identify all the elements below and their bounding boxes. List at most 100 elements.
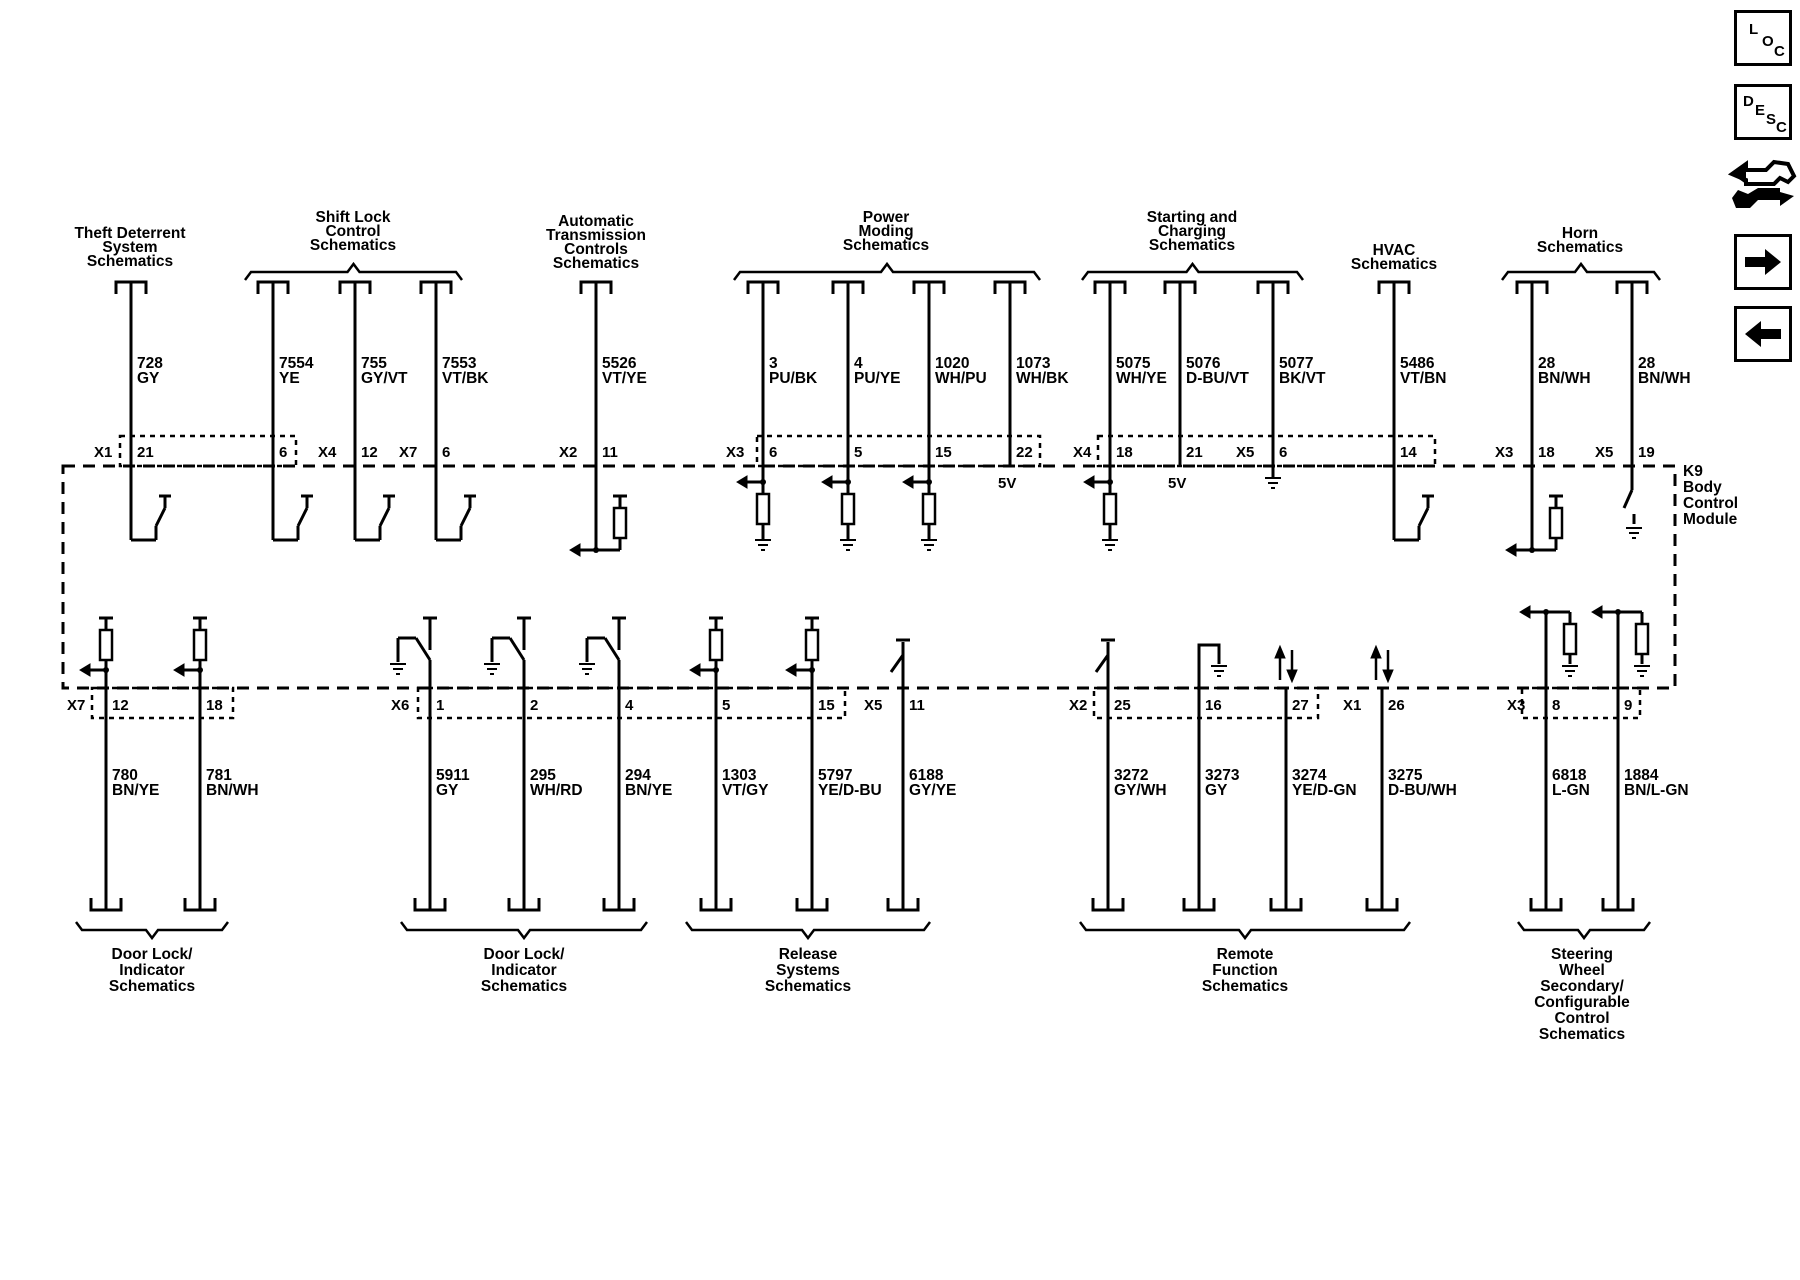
top-wire-color: GY	[137, 370, 160, 387]
bottom-wire-circuit: 3272	[1114, 767, 1148, 784]
top-pin-number: 18	[1538, 444, 1555, 461]
top-pin-number: 21	[1186, 444, 1203, 461]
bottom-connector-group	[1092, 686, 1320, 720]
junction-dot	[1529, 547, 1535, 553]
bottom-pin-number: 11	[909, 697, 925, 714]
bottom-pin-number: 2	[530, 697, 538, 714]
bottom-pin-number: 27	[1292, 697, 1309, 714]
top-wire-circuit: 1073	[1016, 355, 1051, 372]
top-pin-number: 6	[279, 444, 287, 461]
bottom-wire-color: BN/YE	[112, 782, 159, 799]
top-wire-color: PU/YE	[854, 370, 901, 387]
next-page-button[interactable]	[1734, 234, 1792, 290]
input-arrow	[689, 663, 716, 677]
bottom-wire-circuit: 5797	[818, 767, 852, 784]
top-wire-circuit: 4	[854, 355, 863, 372]
top-group-label-line: Schematics	[1351, 256, 1437, 273]
comm-arrow-up	[1370, 644, 1382, 659]
bottom-wire-circuit: 5911	[436, 767, 470, 784]
previous-page-button[interactable]	[1734, 306, 1792, 362]
bottom-pin-number: 12	[112, 697, 129, 714]
junction-dot	[197, 667, 203, 673]
bottom-wire-color: WH/RD	[530, 782, 583, 799]
location-button[interactable]: L O C	[1734, 10, 1792, 66]
description-button[interactable]: D E S C	[1734, 84, 1792, 140]
bottom-wire-circuit: 780	[112, 767, 138, 784]
bottom-group-label-line: Schematics	[109, 978, 195, 995]
top-connector-id: X1	[94, 444, 112, 461]
bottom-group-label-line: Systems	[776, 962, 840, 979]
bottom-pin-number: 5	[722, 697, 730, 714]
bottom-group-label-line: Secondary/	[1540, 978, 1624, 995]
junction-dot	[713, 667, 719, 673]
top-group-label-line: System	[102, 239, 157, 256]
ground-symbol	[840, 539, 856, 551]
bottom-connector-id: X2	[1069, 697, 1087, 714]
bottom-wire-color: YE/D-GN	[1292, 782, 1357, 799]
top-wire-color: WH/PU	[935, 370, 987, 387]
bottom-group-label-line: Remote	[1217, 946, 1274, 963]
bottom-wire-circuit: 781	[206, 767, 232, 784]
bottom-pin-number: 18	[206, 697, 223, 714]
bottom-group-label-line: Schematics	[1539, 1026, 1625, 1043]
top-connector-id: X5	[1236, 444, 1254, 461]
top-group-label-line: Schematics	[843, 237, 929, 254]
top-wire-color: VT/YE	[602, 370, 647, 387]
top-group-label-line: Automatic	[558, 213, 634, 230]
bottom-connector-group	[1520, 686, 1642, 720]
top-5v-label: 5V	[998, 475, 1016, 492]
top-connector-id: X7	[399, 444, 417, 461]
bottom-connector-group	[90, 686, 235, 720]
top-wire-color: PU/BK	[769, 370, 818, 387]
top-group-label-line: Charging	[1158, 223, 1226, 240]
bottom-wire-color: L-GN	[1552, 782, 1590, 799]
resistor	[1562, 622, 1578, 656]
bottom-group-label-line: Function	[1212, 962, 1277, 979]
bottom-wire-circuit: 3275	[1388, 767, 1423, 784]
switch-blade	[459, 507, 472, 527]
top-wire-circuit: 3	[769, 355, 778, 372]
input-arrow	[1083, 475, 1110, 489]
top-connector-group	[755, 434, 1042, 468]
junction-dot	[845, 479, 851, 485]
top-connector-group	[1096, 434, 1437, 468]
relay-contact	[603, 637, 621, 661]
desc-letter-d: D	[1743, 93, 1754, 110]
ground-symbol	[1102, 539, 1118, 551]
top-group-label-line: Power	[863, 209, 910, 226]
switch-blade	[1094, 654, 1110, 673]
input-arrow	[1083, 475, 1095, 489]
top-pin-number: 11	[602, 444, 618, 461]
bottom-group-bracket	[400, 921, 648, 941]
bottom-pin-number: 4	[625, 697, 634, 714]
bottom-connector-id: X7	[67, 697, 85, 714]
connector-arrows-icon[interactable]	[1727, 152, 1798, 222]
top-group-label-line: Schematics	[310, 237, 396, 254]
resistor	[804, 628, 820, 662]
bottom-group-label-line: Schematics	[481, 978, 567, 995]
bottom-pin-number: 15	[818, 697, 835, 714]
resistor	[192, 628, 208, 662]
junction-dot	[1107, 479, 1113, 485]
top-pin-number: 19	[1638, 444, 1655, 461]
loc-letter-l: L	[1749, 21, 1759, 38]
bottom-wire-color: GY/YE	[909, 782, 956, 799]
comm-arrow-up	[1274, 644, 1286, 659]
bottom-group-label-line: Indicator	[119, 962, 184, 979]
relay-contact	[414, 637, 432, 661]
bottom-group-label-line: Schematics	[1202, 978, 1288, 995]
top-wire-circuit: 728	[137, 355, 163, 372]
loc-letter-o: O	[1762, 33, 1774, 50]
bottom-wire-circuit: 295	[530, 767, 556, 784]
output-arrow	[1591, 605, 1618, 619]
junction-dot	[593, 547, 599, 553]
top-connector-id: X4	[318, 444, 337, 461]
bottom-wire-color: BN/WH	[206, 782, 259, 799]
bottom-group-label-line: Steering	[1551, 946, 1613, 963]
ground-symbol	[579, 663, 595, 675]
module-label-line: Body	[1683, 479, 1722, 496]
top-pin-number: 18	[1116, 444, 1133, 461]
switch-blade	[296, 507, 309, 527]
input-arrow	[1505, 543, 1532, 557]
bottom-group-label-line: Configurable	[1534, 994, 1630, 1011]
